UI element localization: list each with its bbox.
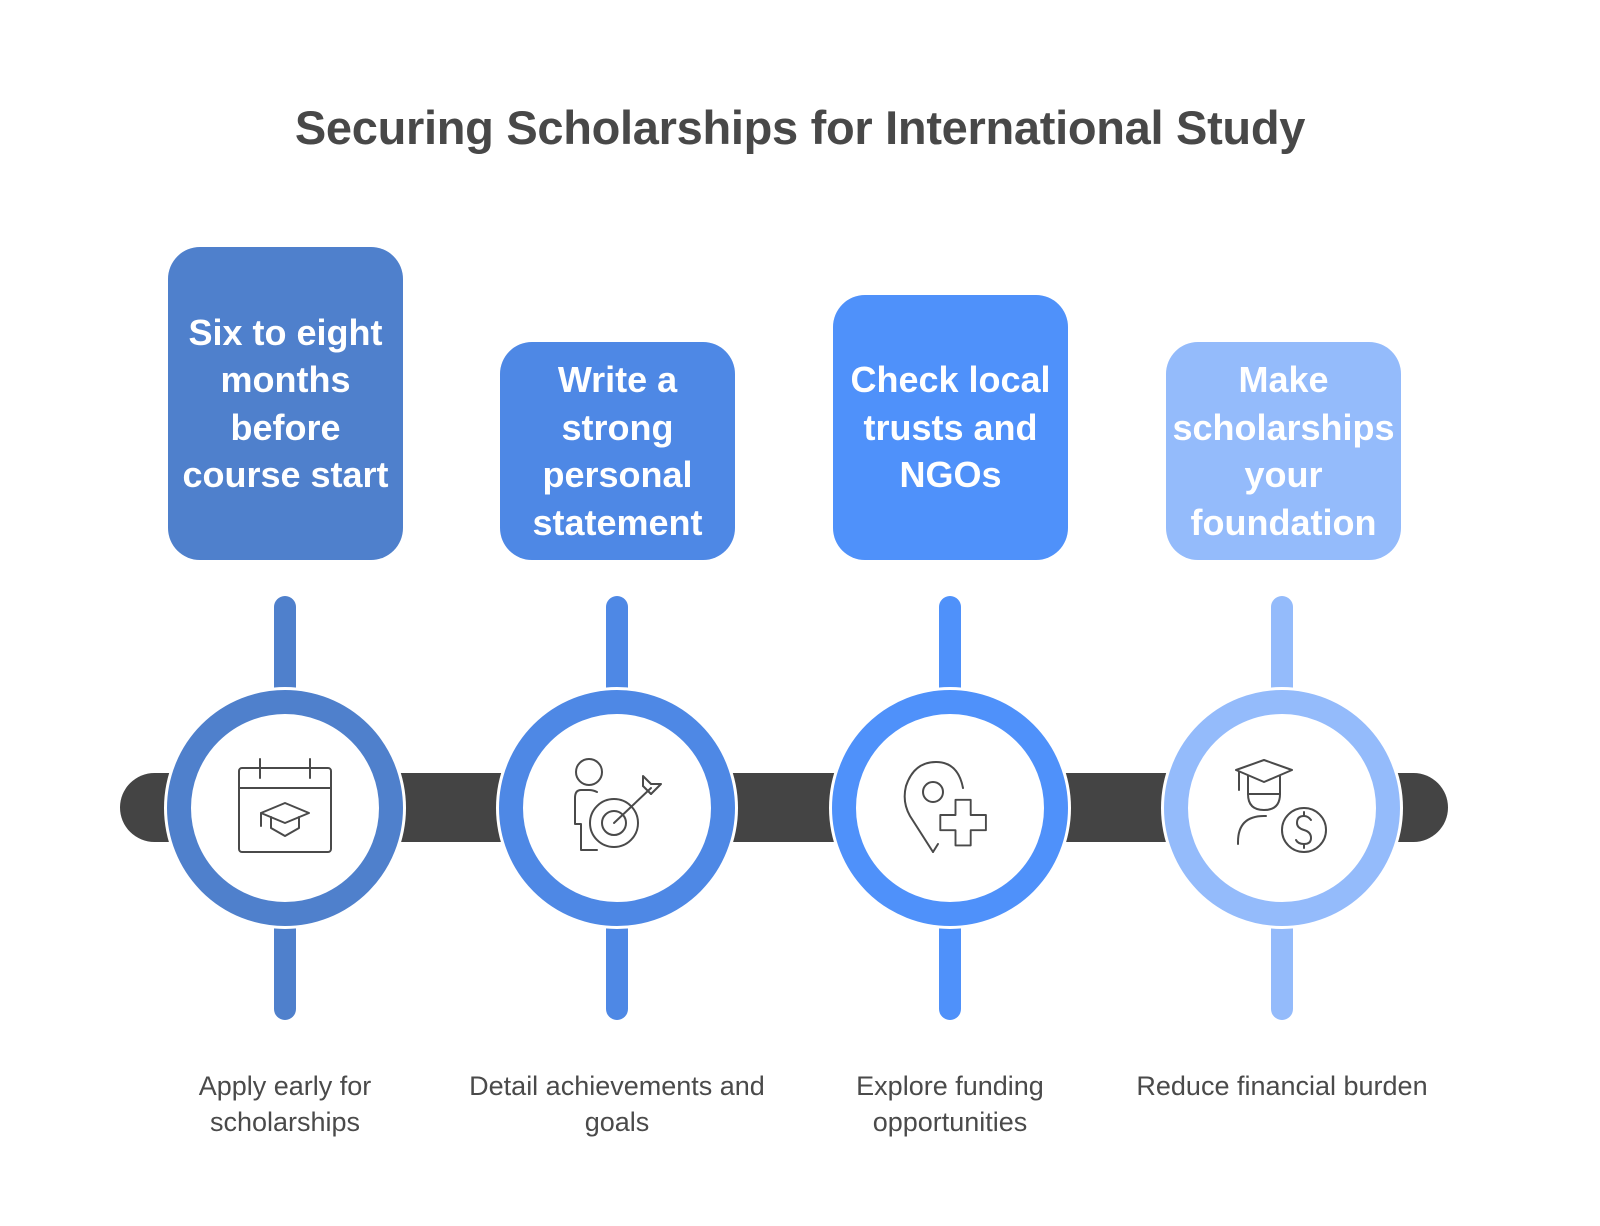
person-target-icon xyxy=(574,758,662,851)
bottom-connector xyxy=(274,910,296,1020)
step-ring xyxy=(1164,690,1400,926)
bottom-connector xyxy=(939,910,961,1020)
calendar-graduation-cap-icon xyxy=(238,758,332,853)
step-caption: Apply early for scholarships xyxy=(198,1071,372,1137)
step-ring xyxy=(832,690,1068,926)
step-ring xyxy=(167,690,403,926)
bottom-connector xyxy=(606,910,628,1020)
step-caption: Detail achievements and goals xyxy=(469,1071,765,1137)
graduate-dollar-icon xyxy=(1235,759,1327,853)
top-connector xyxy=(1271,596,1293,706)
step-caption: Reduce financial burden xyxy=(1136,1071,1428,1101)
top-connector xyxy=(606,596,628,706)
top-connector xyxy=(274,596,296,706)
step-ring xyxy=(499,690,735,926)
step-box: Six to eight months before course start xyxy=(168,247,403,560)
bottom-connector xyxy=(1271,910,1293,1020)
step-box: Write a strong personal statement xyxy=(500,342,735,560)
top-connector xyxy=(939,596,961,706)
page-title: Securing Scholarships for International … xyxy=(294,101,1306,154)
step-box: Check local trusts and NGOs xyxy=(833,295,1068,560)
step-box: Make scholarships your foundation xyxy=(1166,342,1401,560)
step-caption: Explore funding opportunities xyxy=(856,1071,1044,1137)
location-pin-plus-icon xyxy=(903,761,987,853)
